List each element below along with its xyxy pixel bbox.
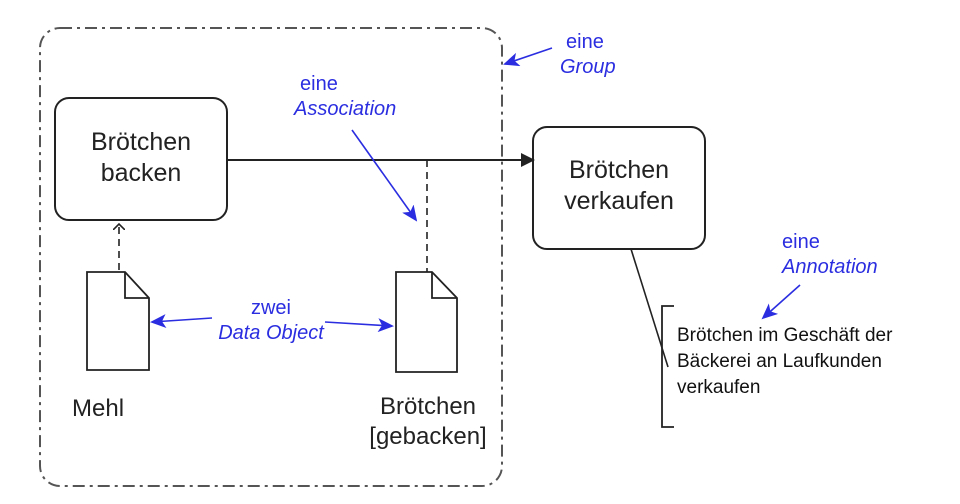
data-object-flour-icon[interactable] [86,271,150,371]
callout-association-line2: Association [294,98,397,120]
callout-arrow-association [351,129,418,222]
data-object-flour-label: Mehl [72,394,172,424]
task-sell-box[interactable] [532,126,706,250]
callout-arrow-data-object-right [324,318,394,333]
data-object-rolls-line1: Brötchen [379,393,477,420]
callout-association-line1: eine [300,73,338,95]
task-sell-line1: Brötchen [568,156,670,184]
callout-annotation-line2: Annotation [782,256,878,278]
data-object-flour-text: Mehl [72,395,125,422]
callout-association-label: eine Association [294,72,396,122]
task-sell-line2: verkaufen [564,187,674,216]
callout-arrow-data-object-left [150,314,213,329]
callout-group-line2: Group [560,56,616,78]
task-bake-line2: backen [100,159,182,188]
callout-arrow-annotation [761,284,801,320]
text-annotation-line3: verkaufen [677,377,761,399]
text-annotation-line1: Brötchen im Geschäft der [677,325,893,346]
data-object-rolls-label: Brötchen [gebacken] [368,392,488,452]
group-boundary [39,27,503,487]
data-object-rolls-icon[interactable] [395,271,458,373]
callout-group-label: eine Group [560,30,616,80]
text-annotation-bracket [661,305,674,428]
callout-data-object-label: zwei Data Object [215,296,327,346]
text-annotation-content: Brötchen im Geschäft der Bäckerei an Lau… [677,323,892,402]
data-object-rolls-line2: [gebacken] [369,423,487,450]
callout-annotation-line1: eine [782,231,820,253]
task-sell-label: Brötchen verkaufen [533,155,705,218]
task-bake-line1: Brötchen [90,128,192,156]
task-bake-label: Brötchen backen [55,127,227,190]
callout-data-object-line1: zwei [250,297,291,319]
callout-annotation-label: eine Annotation [782,230,878,280]
text-annotation-line2: Bäckerei an Laufkunden [677,351,882,373]
callout-arrow-group [503,47,553,67]
callout-data-object-line2: Data Object [218,322,324,344]
callout-group-line1: eine [566,31,604,53]
